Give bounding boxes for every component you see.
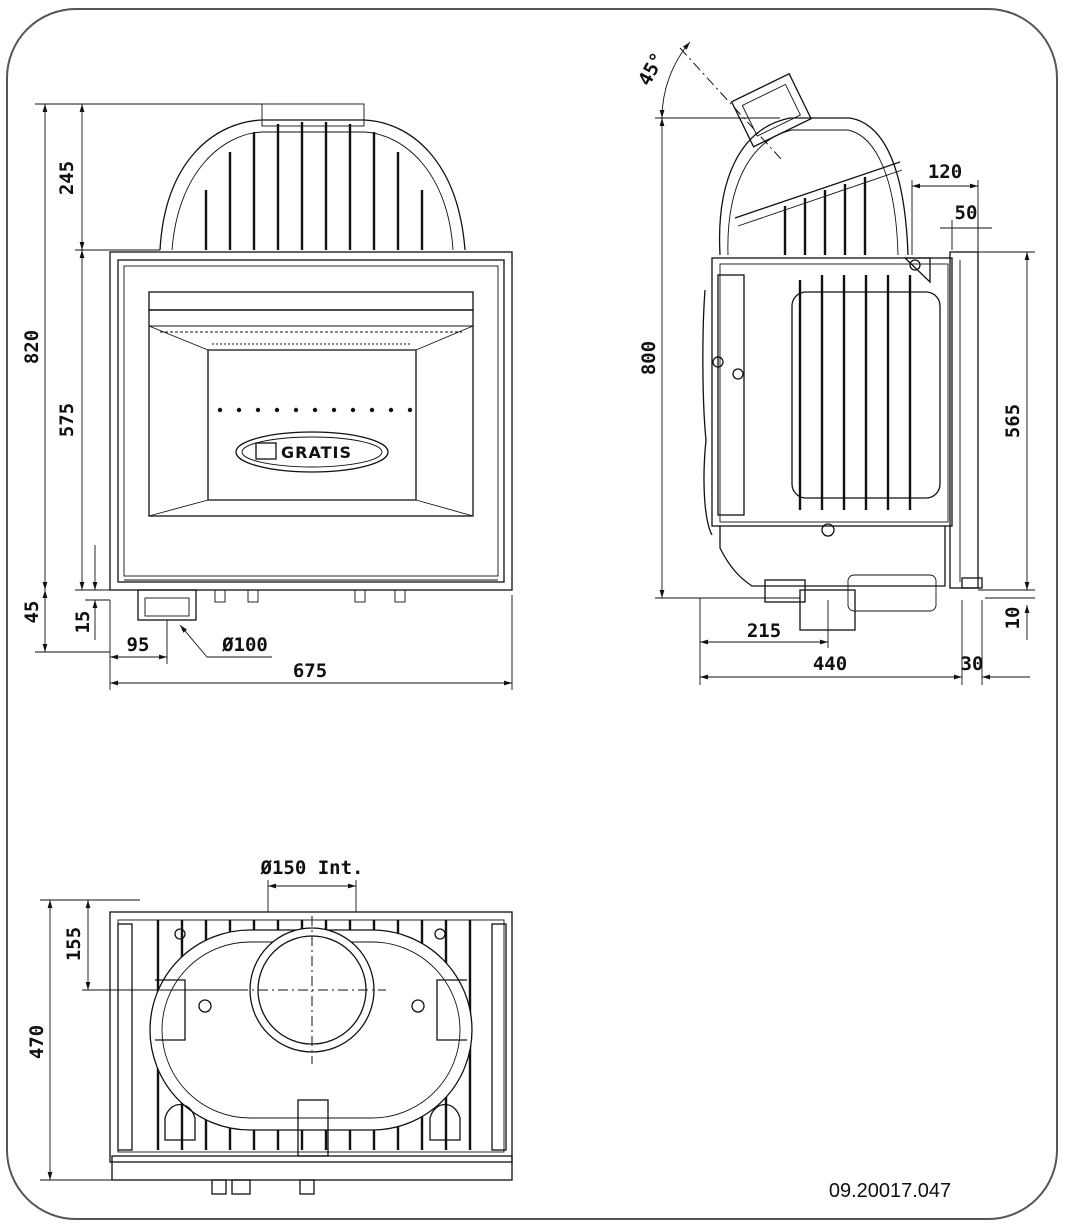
side-flue-axis <box>679 47 783 161</box>
dim-side-215: 215 <box>747 620 781 642</box>
top-dimensions: Ø150 Int. 155 470 <box>26 857 364 1181</box>
front-logo: GRATIS <box>235 431 389 473</box>
dim-front-d100: Ø100 <box>221 634 268 656</box>
side-firebox <box>791 291 941 499</box>
dim-front-95: 95 <box>127 634 150 656</box>
front-top-bar <box>148 291 474 311</box>
dim-front-675: 675 <box>293 660 327 682</box>
front-view: GRATIS <box>21 103 513 690</box>
dim-front-245: 245 <box>56 161 78 195</box>
side-flue-collar <box>730 72 812 148</box>
dim-side-30: 30 <box>961 653 984 675</box>
dim-top-155: 155 <box>63 927 85 961</box>
dim-front-45: 45 <box>21 601 43 624</box>
side-body <box>711 257 953 527</box>
dim-side-10: 10 <box>1002 607 1024 630</box>
dim-top-470: 470 <box>26 1025 48 1059</box>
front-air-holes <box>217 407 413 413</box>
side-grate-bars <box>798 275 912 510</box>
dim-side-800: 800 <box>638 341 660 375</box>
dim-side-50: 50 <box>955 202 978 224</box>
top-view: Ø150 Int. 155 470 <box>26 857 513 1195</box>
side-dimensions: 45° 800 120 50 565 10 215 440 30 <box>634 41 1035 685</box>
logo-text: GRATIS <box>281 443 352 462</box>
side-dome-ribs <box>783 177 867 255</box>
dim-front-15: 15 <box>72 611 94 634</box>
dim-top-d150: Ø150 Int. <box>260 857 364 879</box>
side-back-panel <box>717 274 745 516</box>
front-flue-collar <box>261 103 365 127</box>
side-view: 45° 800 120 50 565 10 215 440 30 <box>634 41 1035 685</box>
side-air-outlet <box>764 579 806 603</box>
front-dome-ribs <box>204 122 424 250</box>
front-air-outlet <box>137 589 197 621</box>
dim-side-45deg: 45° <box>634 49 670 90</box>
dim-side-565: 565 <box>1002 404 1024 438</box>
front-dome <box>159 119 466 251</box>
top-outline <box>109 911 513 1163</box>
dim-front-575: 575 <box>56 403 78 437</box>
side-door-frame <box>949 251 979 589</box>
front-firebox <box>207 349 417 501</box>
side-dome <box>718 117 909 256</box>
dim-front-820: 820 <box>21 330 43 364</box>
front-glass-window <box>148 309 474 517</box>
drawing-code: 09.20017.047 <box>829 1180 951 1202</box>
front-dimensions: 245 820 575 45 15 95 Ø100 675 <box>21 103 513 690</box>
front-frame <box>109 251 513 591</box>
dim-side-440: 440 <box>813 653 847 675</box>
dim-side-120: 120 <box>928 161 962 183</box>
